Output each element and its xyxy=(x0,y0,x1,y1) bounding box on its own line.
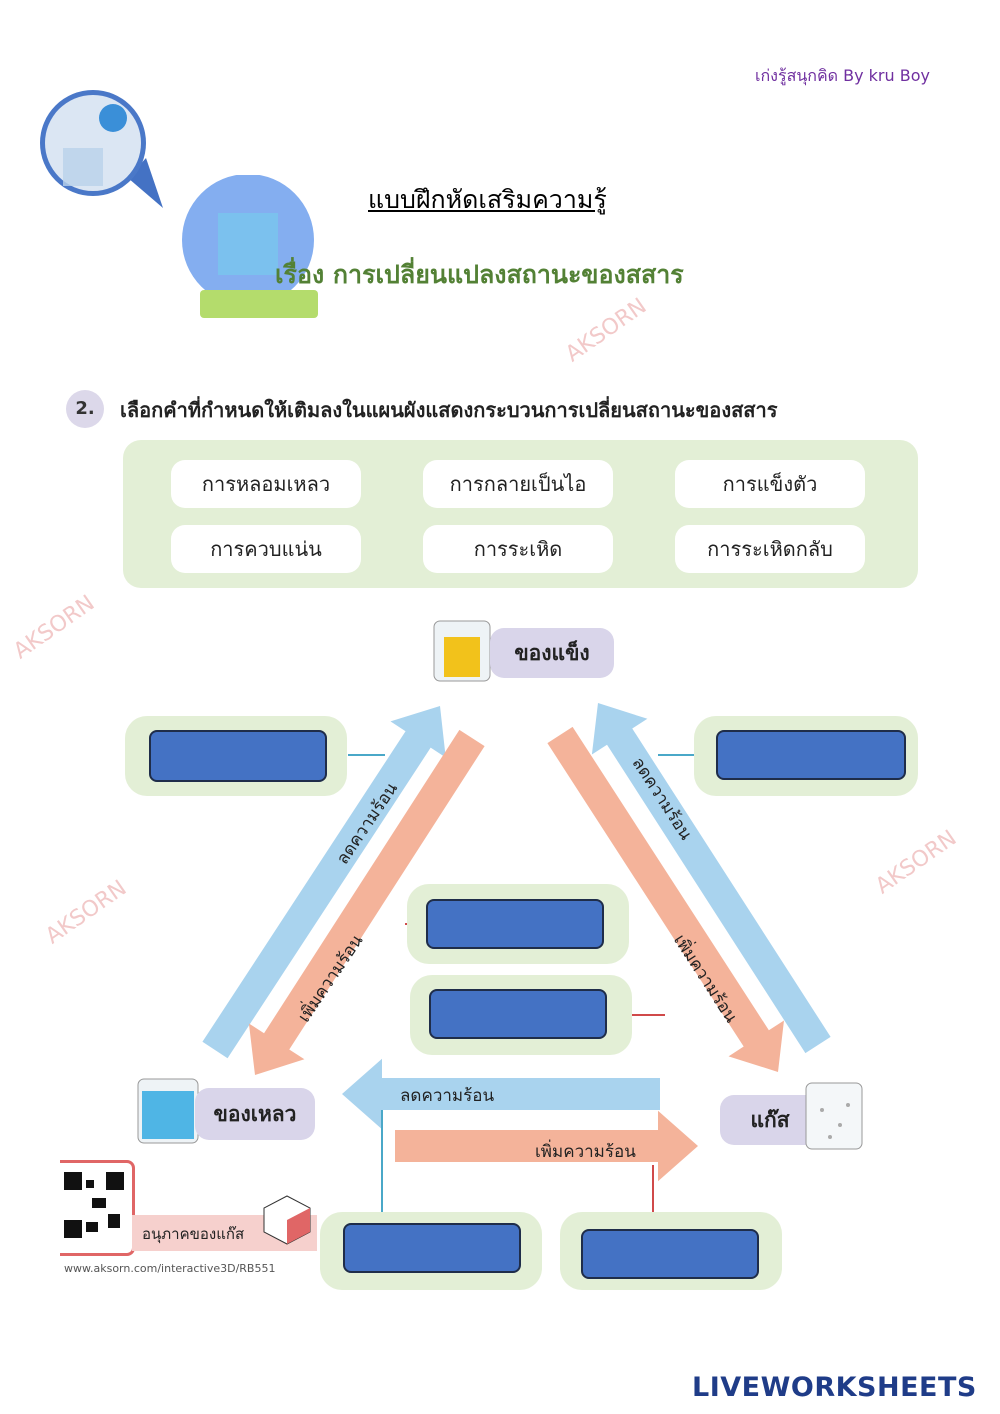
solid-beaker-icon xyxy=(433,620,491,682)
qr-frame xyxy=(60,1160,135,1256)
word-option[interactable]: การกลายเป็นไอ xyxy=(423,460,613,508)
gas-beaker-icon xyxy=(805,1082,863,1150)
answer-box-solid-to-liquid[interactable] xyxy=(149,730,327,782)
liveworksheets-logo: LIVEWORKSHEETS xyxy=(692,1372,977,1403)
word-option[interactable]: การหลอมเหลว xyxy=(171,460,361,508)
answer-box-solid-to-gas[interactable] xyxy=(429,989,607,1039)
word-option[interactable]: การควบแน่น xyxy=(171,525,361,573)
credit: เก่งรู้สนุกคิด By kru Boy xyxy=(755,66,930,85)
state-gas: แก๊ส xyxy=(720,1095,820,1145)
liquid-beaker-icon xyxy=(137,1078,199,1144)
state-liquid: ของเหลว xyxy=(195,1088,315,1140)
heat-arrow xyxy=(547,726,784,1072)
cool-arrow xyxy=(591,703,831,1054)
cool-arrow xyxy=(342,1058,660,1130)
answer-box-liquid-to-gas[interactable] xyxy=(581,1229,759,1279)
qr-url[interactable]: www.aksorn.com/interactive3D/RB551 xyxy=(64,1262,276,1275)
worksheet-title: แบบฝึกหัดเสริมความรู้ xyxy=(368,185,607,214)
word-option[interactable]: การแข็งตัว xyxy=(675,460,865,508)
qr-code-icon[interactable] xyxy=(62,1170,126,1240)
worksheet-subtitle: เรื่อง การเปลี่ยนแปลงสถานะของสสาร xyxy=(275,260,684,289)
water-pour-image xyxy=(40,90,163,208)
answer-box-gas-to-solid[interactable] xyxy=(716,730,906,780)
answer-box-gas-to-liquid[interactable] xyxy=(343,1223,521,1273)
heat-label: เพิ่มความร้อน xyxy=(535,1142,636,1162)
cool-arrow xyxy=(202,706,446,1059)
heat-arrow xyxy=(248,729,485,1075)
word-bank: การหลอมเหลว การกลายเป็นไอ การแข็งตัว การ… xyxy=(123,440,918,588)
heat-arrow xyxy=(395,1110,698,1182)
question-number: 2. xyxy=(66,390,104,428)
cool-label: ลดความร้อน xyxy=(400,1086,495,1106)
word-option[interactable]: การระเหิด xyxy=(423,525,613,573)
beaker-logo xyxy=(182,175,318,318)
3d-cube-hand-icon[interactable] xyxy=(258,1190,316,1250)
answer-box-liquid-to-solid[interactable] xyxy=(426,899,604,949)
question-text: เลือกคำที่กำหนดให้เติมลงในแผนผังแสดงกระบ… xyxy=(120,398,778,422)
qr-label: อนุภาคของแก๊ส xyxy=(142,1225,245,1243)
state-solid: ของแข็ง xyxy=(490,628,614,678)
word-option[interactable]: การระเหิดกลับ xyxy=(675,525,865,573)
